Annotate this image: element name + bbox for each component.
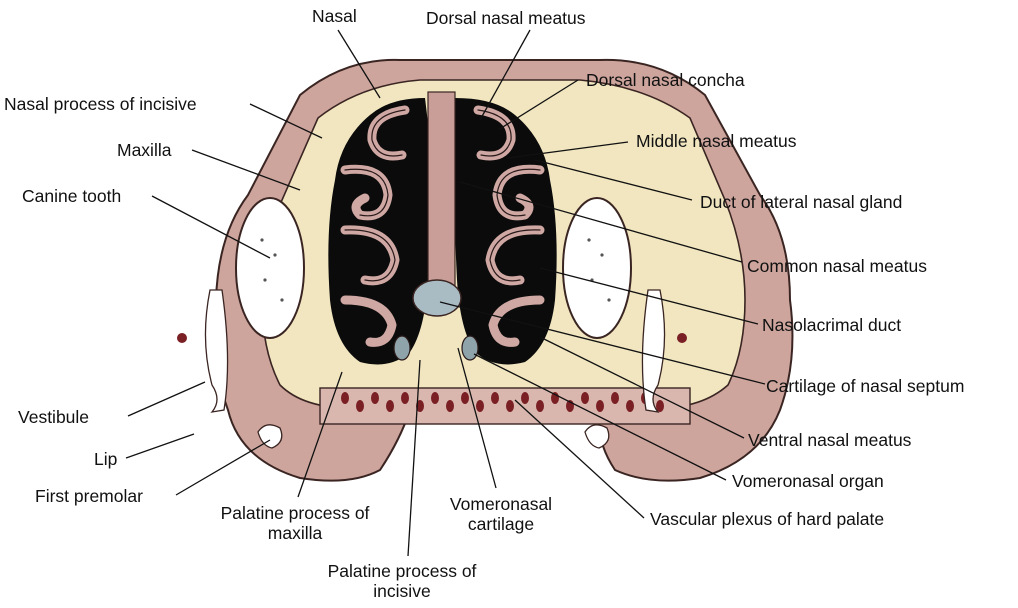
label-palatine-process-incisive: Palatine process of incisive <box>327 561 477 601</box>
label-ventral-nasal-meatus: Ventral nasal meatus <box>748 430 912 450</box>
first-premolar-left <box>257 424 283 449</box>
vomeronasal-organ-left <box>393 335 411 361</box>
canine-tooth-left <box>235 197 305 339</box>
canine-tooth-right <box>562 197 632 339</box>
vomeronasal-organ-right <box>461 335 479 361</box>
label-vomeronasal-organ: Vomeronasal organ <box>732 471 884 491</box>
label-vestibule: Vestibule <box>18 407 90 427</box>
label-maxilla: Maxilla <box>117 140 172 160</box>
right-conchae <box>473 105 545 347</box>
vessel-left <box>177 333 187 343</box>
label-canine-tooth: Canine tooth <box>22 186 122 206</box>
label-duct-lateral-nasal-gland: Duct of lateral nasal gland <box>700 192 903 212</box>
label-vascular-plexus: Vascular plexus of hard palate <box>650 509 885 529</box>
vestibule-right <box>641 289 666 413</box>
label-cartilage-nasal-septum: Cartilage of nasal septum <box>766 376 965 396</box>
left-conchae <box>340 105 410 347</box>
label-vomeronasal-cartilage: Vomeronasal cartilage <box>449 494 553 534</box>
tooth-pulp-dots <box>260 238 611 302</box>
first-premolar-right <box>584 424 610 449</box>
label-nasal-process-incisive: Nasal process of incisive <box>4 94 197 114</box>
vessel-right <box>677 333 687 343</box>
label-nasal: Nasal <box>312 6 357 26</box>
vascular-plexus-dots <box>341 392 664 412</box>
label-nasolacrimal-duct: Nasolacrimal duct <box>762 315 902 335</box>
nasal-septum <box>427 91 456 293</box>
label-middle-nasal-meatus: Middle nasal meatus <box>636 131 797 151</box>
label-first-premolar: First premolar <box>35 486 143 506</box>
leader-lines <box>125 29 766 557</box>
septal-cartilage <box>412 279 462 317</box>
label-dorsal-nasal-meatus: Dorsal nasal meatus <box>426 8 586 28</box>
label-lip: Lip <box>94 449 118 469</box>
vestibule-left <box>204 289 229 413</box>
label-palatine-process-maxilla: Palatine process of maxilla <box>220 503 370 543</box>
label-dorsal-nasal-concha: Dorsal nasal concha <box>586 70 745 90</box>
label-common-nasal-meatus: Common nasal meatus <box>747 256 927 276</box>
